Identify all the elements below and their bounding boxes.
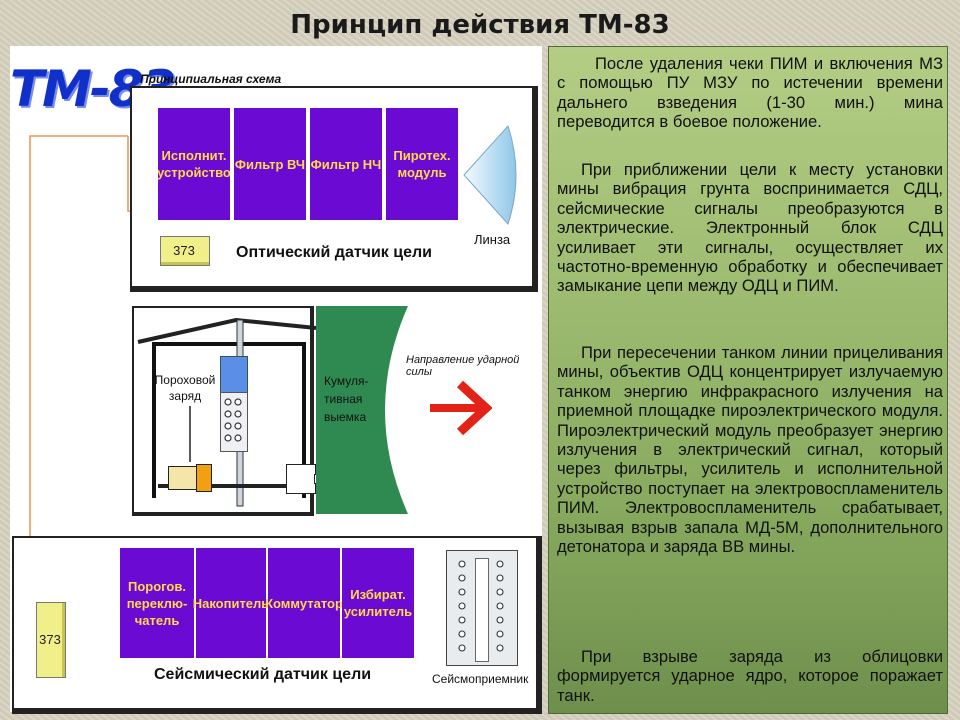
schematic-caption: Принципиальная схема	[140, 72, 282, 86]
seismic-block-commutator: Коммутатор	[265, 548, 343, 658]
cumulative-cavity-label: Кумуля-тивная выемка	[324, 374, 369, 424]
impact-arrow-icon	[430, 380, 492, 436]
optical-block-pyro-module: Пиротех. модуль	[386, 108, 458, 220]
slide-title: Принцип действия ТМ-83	[290, 10, 670, 40]
optical-battery-label: 373	[173, 242, 195, 258]
optical-sensor-caption: Оптический датчик цели	[236, 244, 432, 261]
optical-block-hf-filter: Фильтр ВЧ	[234, 108, 306, 220]
fuse-holes	[224, 398, 242, 442]
warhead-inner-frame	[152, 342, 306, 498]
seismic-receiver-holes	[458, 560, 504, 652]
optical-block-actuator: Исполнит. устройство	[157, 108, 231, 220]
optical-battery	[160, 236, 210, 266]
powder-charge-cap	[196, 464, 212, 492]
seismic-block-threshold-switch: Порогов. переклю-чатель	[120, 548, 194, 658]
paragraph-1: После удаления чеки ПИМ и включения МЗ с…	[557, 54, 943, 132]
powder-pointer	[189, 406, 191, 462]
seismic-battery	[36, 602, 66, 678]
powder-charge	[168, 466, 198, 490]
schematic-diagram: ТМ-83 Принципиальная схема Исполнит. уст…	[10, 46, 542, 714]
description-panel	[548, 46, 948, 714]
seismic-block-selective-amplifier: Избират. усилитель	[342, 548, 414, 658]
impact-direction-label: Направление ударной силы	[406, 354, 520, 378]
lens-icon	[463, 125, 517, 225]
warhead-frame	[132, 306, 314, 516]
paragraph-2: При приближении цели к месту установки м…	[557, 160, 943, 296]
seismic-receiver-core	[475, 558, 489, 662]
paragraph-4: При взрыве заряда из облицовки формирует…	[557, 647, 943, 705]
seismic-receiver-label: Сейсмоприемник	[432, 672, 529, 686]
lens-label: Линза	[474, 232, 511, 247]
fuse-rod	[220, 356, 248, 394]
seismic-battery-label: 373	[39, 631, 61, 647]
striker-block	[286, 464, 316, 494]
powder-charge-label: Пороховой заряд	[154, 373, 216, 403]
seismic-block-accumulator: Накопитель	[193, 548, 269, 658]
seismic-sensor-caption: Сейсмический датчик цели	[154, 666, 372, 683]
optical-block-lf-filter: Фильтр НЧ	[310, 108, 382, 220]
paragraph-3: При пересечении танком линии прицеливани…	[557, 343, 943, 557]
